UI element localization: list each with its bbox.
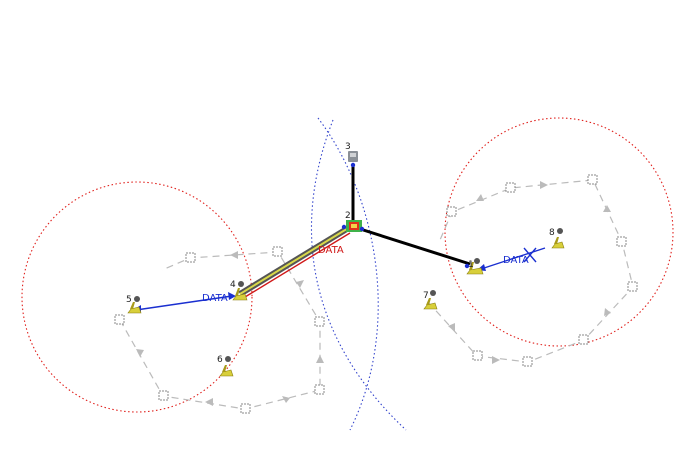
data-link-1-8 bbox=[477, 247, 546, 271]
dotted-arc-right bbox=[317, 117, 379, 431]
node-4[interactable]: 4 bbox=[230, 280, 248, 301]
data-link-4-5 bbox=[135, 295, 233, 311]
mobility-arrow bbox=[230, 251, 238, 259]
dotted-arc-left bbox=[311, 119, 407, 431]
mobility-arrow bbox=[282, 396, 290, 403]
mobility-path-right bbox=[427, 179, 634, 363]
wired-link-2-1 bbox=[356, 226, 471, 266]
node-label: 7 bbox=[423, 291, 429, 301]
nodes: 3 2 1 4 bbox=[126, 142, 565, 377]
transmission-ranges bbox=[21, 117, 674, 413]
mobility-arrow bbox=[316, 355, 324, 363]
mobility-arrow bbox=[540, 181, 548, 189]
waypoint-marker bbox=[158, 390, 169, 401]
waypoint-marker bbox=[505, 182, 516, 193]
data-arrow-4 bbox=[228, 292, 236, 300]
data-links bbox=[133, 247, 546, 313]
waypoint-marker bbox=[522, 356, 533, 367]
waypoint-marker bbox=[616, 236, 627, 247]
link-labels: DATA DATA DATA bbox=[202, 245, 529, 304]
waypoint-marker bbox=[314, 316, 325, 327]
lost-packet-marker bbox=[523, 247, 537, 263]
mobility-arrow bbox=[603, 205, 611, 212]
mobility-arrow bbox=[476, 194, 484, 201]
waypoints bbox=[114, 174, 638, 414]
node-8[interactable]: 8 bbox=[549, 228, 565, 249]
waypoint-marker bbox=[314, 384, 325, 395]
node-label: 5 bbox=[126, 295, 132, 305]
mobile-host-icon bbox=[219, 369, 234, 377]
node-label: 3 bbox=[345, 142, 351, 152]
mobile-host-icon bbox=[466, 267, 484, 275]
mobile-host-icon bbox=[423, 302, 438, 310]
mobility-arrow bbox=[448, 323, 455, 332]
waypoint-marker bbox=[114, 314, 125, 325]
link-label-data-4-5: DATA bbox=[202, 293, 228, 304]
node-7[interactable]: 7 bbox=[423, 290, 438, 310]
mobility-path-left bbox=[119, 251, 321, 410]
waypoint-marker bbox=[446, 206, 457, 217]
node-label: 8 bbox=[549, 228, 555, 238]
link-label-data-1-8: DATA bbox=[503, 255, 529, 266]
mobility-arrow bbox=[604, 308, 611, 316]
link-label-data-2-4: DATA bbox=[318, 245, 344, 256]
waypoint-marker bbox=[185, 252, 196, 263]
mobility-paths bbox=[119, 179, 634, 410]
waypoint-marker bbox=[272, 246, 283, 257]
node-3[interactable]: 3 bbox=[345, 142, 358, 168]
wireless-highlight-inner bbox=[239, 226, 351, 295]
waypoint-marker bbox=[587, 174, 598, 185]
mobility-arrow bbox=[296, 280, 304, 288]
node-label: 4 bbox=[230, 280, 236, 290]
waypoint-marker bbox=[627, 281, 638, 292]
waypoint-marker bbox=[240, 403, 251, 414]
node-label: 2 bbox=[345, 211, 351, 221]
mobility-arrow bbox=[136, 349, 144, 357]
node-2[interactable]: 2 bbox=[341, 211, 365, 232]
mobility-arrow bbox=[492, 356, 500, 364]
mobile-host-icon bbox=[551, 241, 565, 249]
mobility-arrow bbox=[205, 398, 213, 406]
wired-links bbox=[351, 165, 471, 266]
mobile-host-icon bbox=[127, 306, 142, 314]
node-1[interactable]: 1 bbox=[464, 258, 484, 275]
dotted-arcs bbox=[311, 117, 407, 431]
range-circle-left bbox=[21, 181, 253, 413]
wireless-link-2-4 bbox=[238, 224, 352, 298]
data-link-red bbox=[244, 232, 351, 298]
node-6[interactable]: 6 bbox=[217, 355, 234, 377]
mobility-arrows bbox=[136, 181, 611, 406]
mobile-host-icon bbox=[232, 293, 248, 301]
node-label: 6 bbox=[217, 355, 223, 365]
waypoint-marker bbox=[578, 334, 589, 345]
waypoint-marker bbox=[472, 350, 483, 361]
range-circle-right bbox=[444, 117, 674, 347]
node-5[interactable]: 5 bbox=[126, 295, 142, 314]
node-label: 1 bbox=[468, 260, 474, 270]
